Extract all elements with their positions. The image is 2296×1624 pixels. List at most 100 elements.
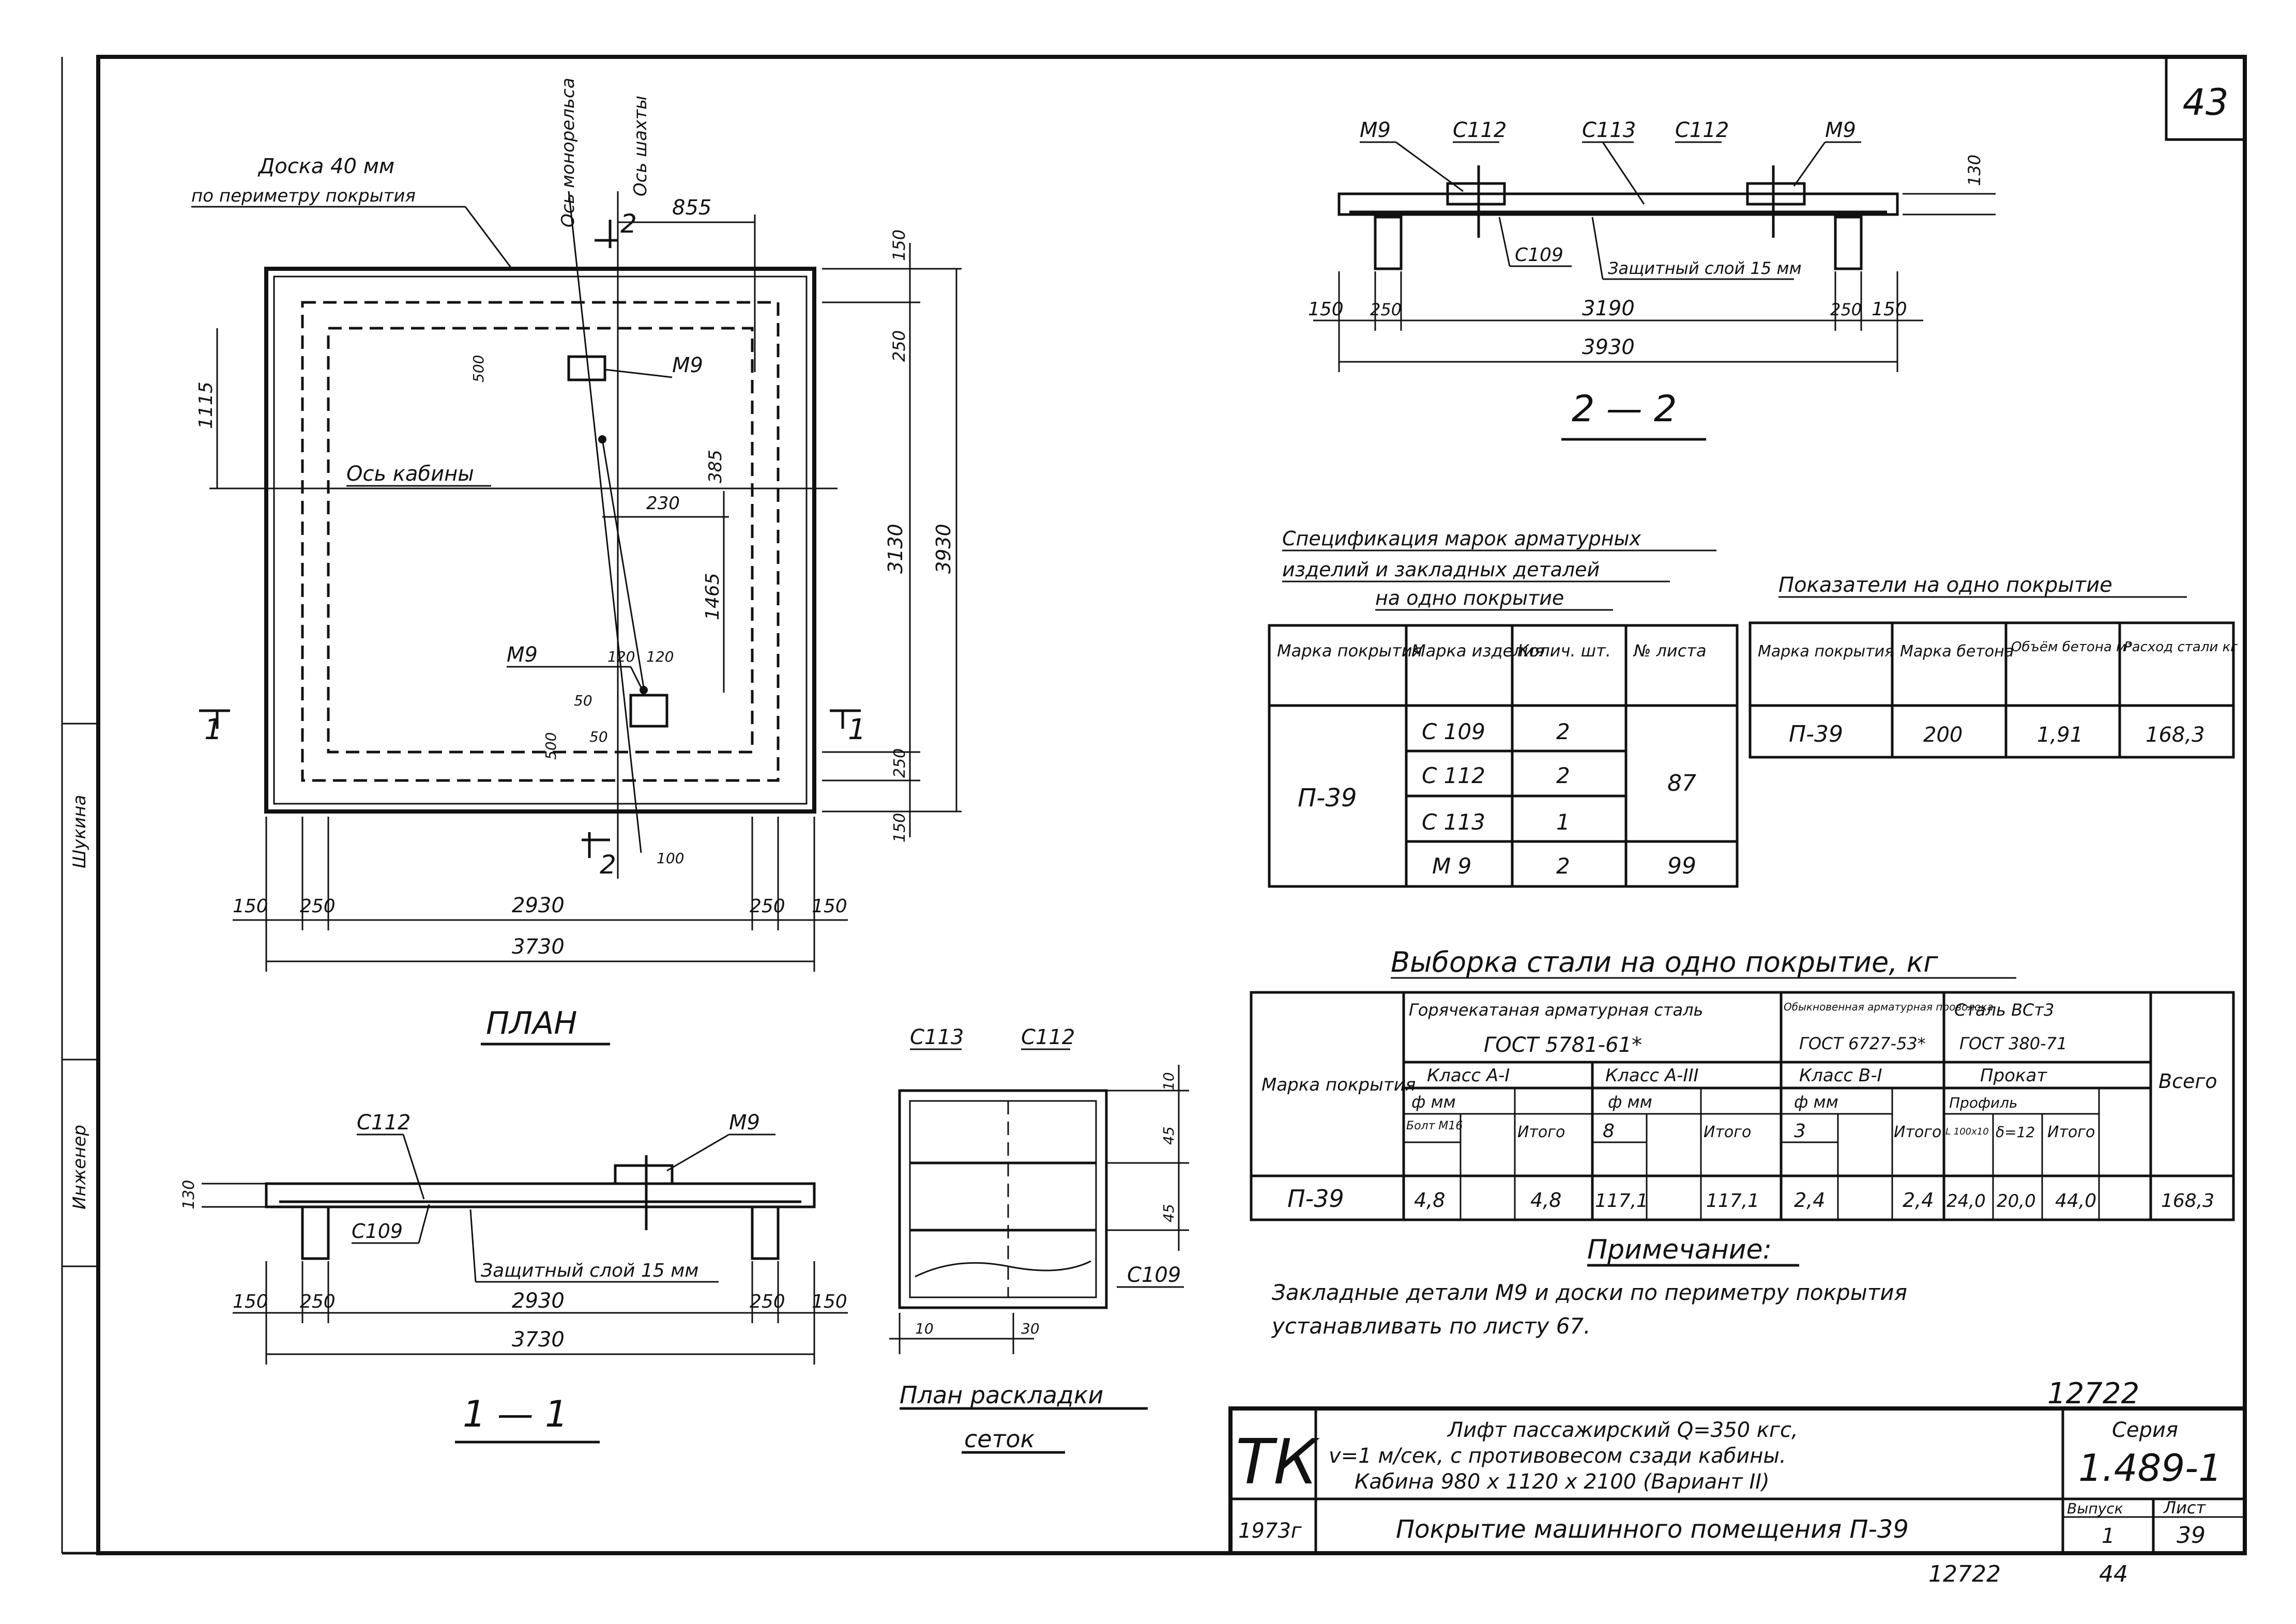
steel-r-itogo-1: 4,8 xyxy=(1530,1189,1561,1212)
label-axis-cabin: Ось кабины xyxy=(346,462,474,486)
spec-mark: П-39 xyxy=(1298,784,1357,813)
steel-r-L: 24,0 xyxy=(1947,1191,1986,1212)
steel-h-itogo-4: Итого xyxy=(2047,1123,2095,1141)
sec11-dim-250-left: 250 xyxy=(300,1291,336,1312)
sec22-c109: С109 xyxy=(1515,244,1563,266)
section-mark-2-bottom-label: 2 xyxy=(600,850,616,880)
steel-h-mark: Марка покрытия xyxy=(1261,1075,1416,1095)
steel-r-d12: 20,0 xyxy=(1997,1191,2036,1212)
ind-row-steel: 168,3 xyxy=(2146,723,2205,747)
dim-385: 385 xyxy=(705,450,726,483)
steel-h-profile: Профиль xyxy=(1949,1094,2018,1111)
indicators-table: Показатели на одно покрытие Марка покрыт… xyxy=(1748,573,2238,759)
spec-h-sheet: № листа xyxy=(1633,641,1707,661)
dim-500-bottom: 500 xyxy=(542,732,559,760)
mesh-title: План раскладки xyxy=(900,1381,1103,1409)
ind-h-mark: Марка покрытия xyxy=(1758,642,1894,661)
dim-1465: 1465 xyxy=(702,573,723,620)
steel-h-itogo-2: Итого xyxy=(1704,1123,1751,1141)
sec22-c112-left: С112 xyxy=(1453,118,1507,142)
steel-h-phi-3: ф мм xyxy=(1794,1092,1838,1112)
spec-row-3-item: С 113 xyxy=(1422,809,1485,835)
sheet-frame: 43 Шукина Инженер xyxy=(61,55,2247,1555)
tb-issue-value: 1 xyxy=(2102,1524,2115,1548)
steel-h-bolt: Болт М16 xyxy=(1406,1120,1463,1132)
sec11-m9: М9 xyxy=(729,1111,760,1135)
dim-150-bottom: 150 xyxy=(891,813,909,842)
dim-b250-right: 250 xyxy=(750,896,785,917)
dim-b3730: 3730 xyxy=(512,935,565,959)
section-2-2: М9 С112 С113 С112 М9 С109 Защитный слой … xyxy=(1308,118,1996,441)
steel-h-hot: Горячекатаная арматурная сталь xyxy=(1409,1000,1703,1020)
steel-h-hot-gost: ГОСТ 5781-61* xyxy=(1484,1033,1642,1057)
dim-b250-left: 250 xyxy=(300,896,336,917)
dim-120-left: 120 xyxy=(607,648,635,665)
sec22-m9-right: М9 xyxy=(1825,118,1856,142)
dim-500-top: 500 xyxy=(470,355,487,382)
sec22-dim-150-left: 150 xyxy=(1308,299,1344,320)
dim-50-bottom: 50 xyxy=(589,728,608,745)
tb-issue-label: Выпуск xyxy=(2067,1500,2123,1517)
steel-h-a1: Класс А-I xyxy=(1427,1065,1510,1086)
doc-number: 12722 xyxy=(2047,1377,2139,1411)
dim-b150-left: 150 xyxy=(233,896,268,917)
steel-h-wire-gost: ГОСТ 6727-53* xyxy=(1799,1034,1926,1053)
tb-desc-1: Лифт пассажирский Q=350 кгс, xyxy=(1447,1418,1798,1442)
section-mark-2-bottom: 2 xyxy=(582,832,616,880)
spec-h-item: Марка изделия xyxy=(1411,641,1544,661)
mesh-dim-45-top: 45 xyxy=(1160,1126,1177,1145)
sec11-dim-150-left: 150 xyxy=(233,1291,268,1312)
tb-year: 1973г xyxy=(1238,1519,1302,1543)
steel-h-3: 3 xyxy=(1794,1121,1806,1142)
dim-50-top: 50 xyxy=(574,692,592,709)
section-mark-1-left: 1 xyxy=(199,709,230,746)
steel-h-rolled: Прокат xyxy=(1980,1065,2047,1086)
note-title: Примечание: xyxy=(1587,1234,1772,1265)
spec-row-4-item: М 9 xyxy=(1432,853,1471,879)
mesh-dim-10-bottom: 10 xyxy=(915,1320,934,1337)
dim-150-top: 150 xyxy=(889,229,909,261)
spec-row-4-qty: 2 xyxy=(1556,853,1570,879)
dim-3130: 3130 xyxy=(884,524,907,574)
steel-r-total: 168,3 xyxy=(2161,1190,2214,1212)
spec-row-3-qty: 1 xyxy=(1556,809,1570,835)
sec22-dim-3190: 3190 xyxy=(1582,297,1635,320)
title-block: 12722 ТК 1973г Лифт пассажирский Q=350 к… xyxy=(1228,1377,2247,1587)
sec11-dim-250-right: 250 xyxy=(750,1291,785,1312)
steel-h-d12: δ=12 xyxy=(1996,1124,2035,1141)
steel-h-b1: Класс В-I xyxy=(1799,1065,1882,1086)
mesh-dim-30: 30 xyxy=(1021,1320,1040,1337)
sec22-m9-left: М9 xyxy=(1360,118,1391,142)
steel-h-phi-1: ф мм xyxy=(1411,1092,1456,1112)
steel-r-mark: П-39 xyxy=(1287,1185,1344,1213)
steel-h-itogo-1: Итого xyxy=(1517,1123,1565,1141)
label-board: Доска 40 мм xyxy=(257,155,394,178)
tb-series-label: Серия xyxy=(2112,1418,2178,1442)
ind-row-concrete: 200 xyxy=(1923,723,1963,747)
ind-row-volume: 1,91 xyxy=(2037,723,2083,747)
steel-h-L: L 100х10 xyxy=(1945,1126,1989,1137)
plan-embed-m9-top: М9 xyxy=(672,354,703,377)
mesh-outline-inner xyxy=(327,327,754,754)
tb-desc-3: Кабина 980 х 1120 х 2100 (Вариант II) xyxy=(1355,1470,1770,1494)
tb-name: Покрытие машинного помещения П-39 xyxy=(1396,1515,1909,1544)
dim-b150-right: 150 xyxy=(812,896,847,917)
left-strip-role: Инженер xyxy=(69,1125,90,1209)
section-mark-1-right-label: 1 xyxy=(848,713,866,746)
tb-series-value: 1.489-1 xyxy=(2078,1446,2222,1490)
section-mark-2-top-label: 2 xyxy=(620,209,637,239)
sec11-protect: Защитный слой 15 мм xyxy=(481,1260,698,1281)
spec-title-3: на одно покрытие xyxy=(1375,587,1564,609)
dim-855: 855 xyxy=(672,196,711,220)
sheet-number: 43 xyxy=(2182,81,2228,124)
plan-view: Доска 40 мм по периметру покрытия Ось мо… xyxy=(191,78,962,1046)
slab-outline xyxy=(264,267,816,814)
steel-title: Выборка стали на одно покрытие, кг xyxy=(1391,946,1938,978)
note: Примечание: Закладные детали М9 и доски … xyxy=(1271,1234,1907,1339)
sec22-dim-250-left: 250 xyxy=(1370,300,1402,319)
steel-h-a3: Класс А-III xyxy=(1605,1065,1699,1086)
mesh-title-2: сеток xyxy=(964,1425,1035,1453)
tb-org: ТК xyxy=(1236,1427,1320,1498)
spec-title-2: изделий и закладных деталей xyxy=(1282,558,1600,581)
